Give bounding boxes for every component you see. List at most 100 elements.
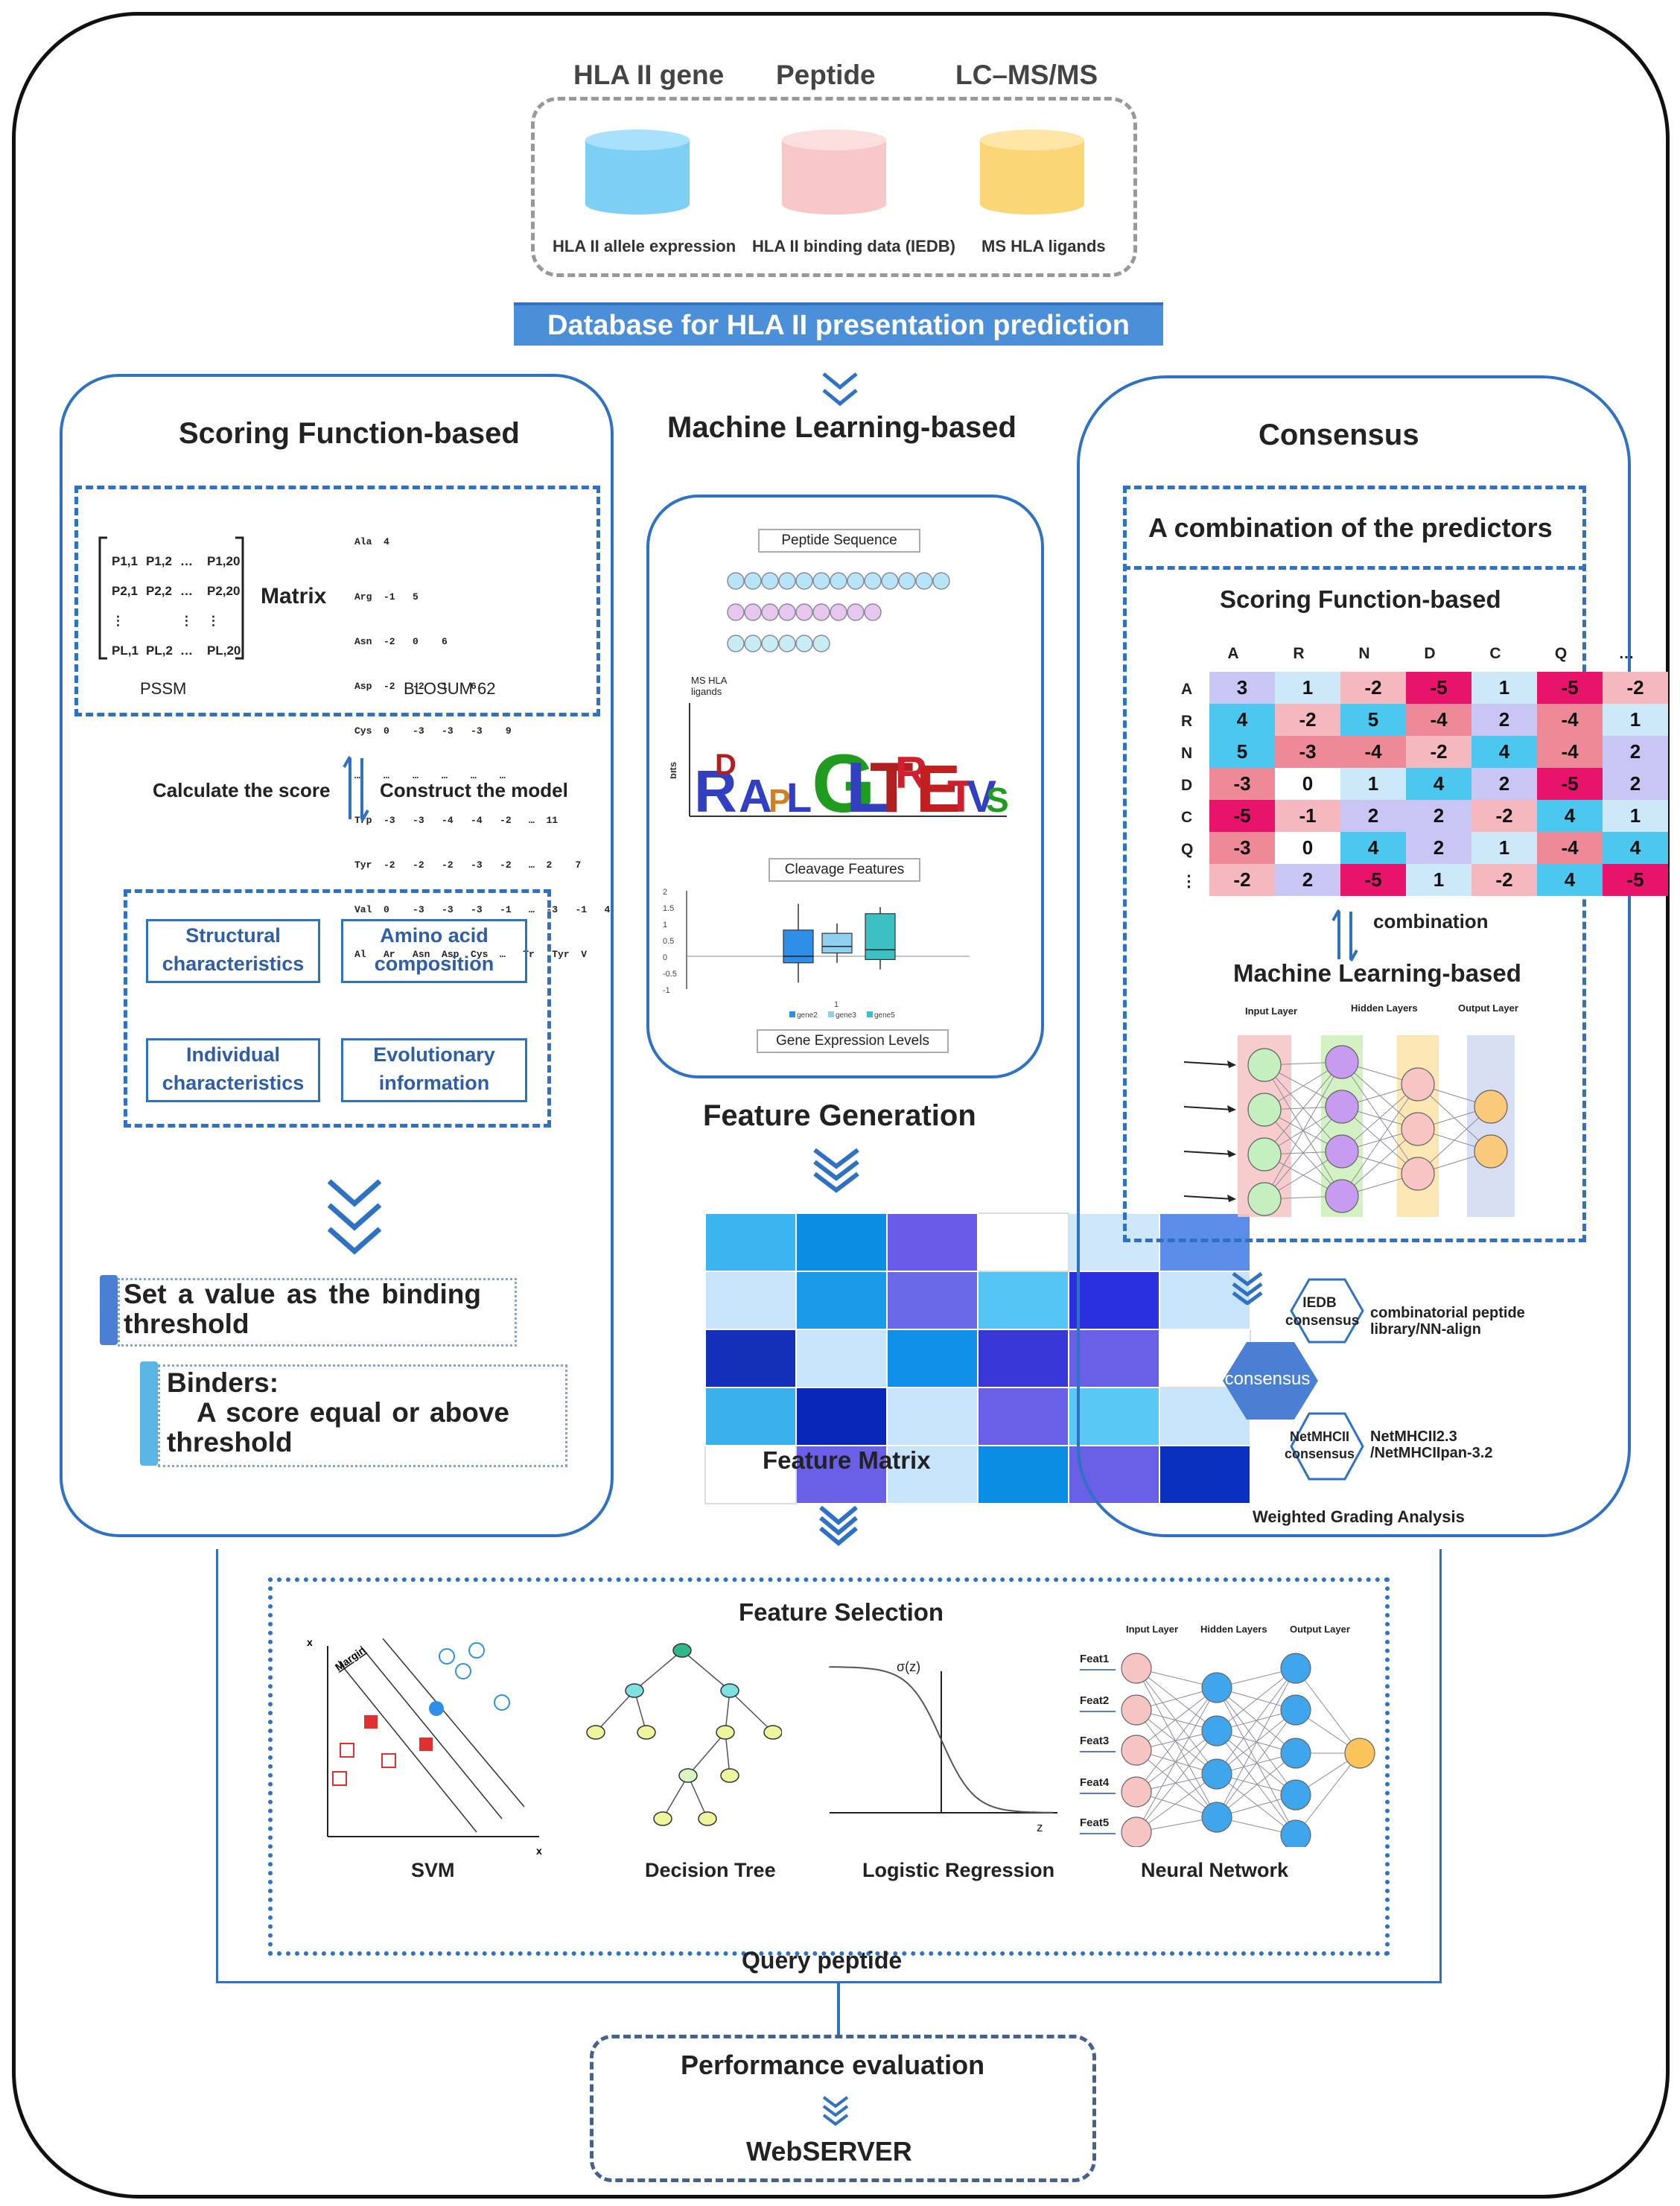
heatmap-col: Q xyxy=(1554,645,1568,662)
nn-node xyxy=(1280,1779,1311,1811)
tree-node xyxy=(672,1643,692,1658)
binders-text: A score equal or above xyxy=(197,1397,509,1428)
logistic-regression-plot xyxy=(829,1666,1057,1814)
source-header-peptide: Peptide xyxy=(776,60,876,90)
pssm-cell: … xyxy=(180,584,193,598)
heatmap-cell: -4 xyxy=(1340,736,1406,768)
peptide-residue xyxy=(812,635,830,652)
boxplot-tick-label: -1 xyxy=(663,986,670,995)
heatmap-cell: 4 xyxy=(1406,768,1471,800)
svg-text:D: D xyxy=(715,748,736,781)
database-icon-pink xyxy=(782,130,886,214)
combination-title: A combination of the predictors xyxy=(1148,512,1553,543)
construct-model-label: Construct the model xyxy=(380,779,568,801)
tree-node xyxy=(720,1683,739,1698)
peptide-residue xyxy=(744,603,762,621)
peptide-residue xyxy=(761,603,779,621)
boxplot-tick-label: -0.5 xyxy=(663,970,677,979)
peptide-residue xyxy=(727,635,745,652)
heatmap-cell: -1 xyxy=(1275,800,1340,832)
gene-expression-label: Gene Expression Levels xyxy=(757,1029,949,1053)
boxplot-legend-label: gene5 xyxy=(874,1011,895,1019)
nn-edge xyxy=(1341,1084,1419,1197)
nn-feature-label: Feat4 xyxy=(1080,1776,1110,1789)
peptide-sequences xyxy=(727,572,950,652)
matrix-box xyxy=(74,486,600,716)
chevron-down-icon xyxy=(327,1179,382,1255)
tree-node xyxy=(698,1811,717,1826)
svm-support-square xyxy=(364,1715,378,1729)
peptide-residue xyxy=(915,572,933,590)
scoring-title: Scoring Function-based xyxy=(179,417,520,450)
sequence-logo: bits R D A P L G L T R E T V S xyxy=(670,703,1009,830)
calc-score-label: Calculate the score xyxy=(153,779,331,801)
boxplot-legend-label: gene3 xyxy=(836,1011,856,1019)
nn-edge xyxy=(1216,1709,1296,1818)
heatmap-cell: 2 xyxy=(1603,768,1668,800)
weighted-grading-label: Weighted Grading Analysis xyxy=(1253,1507,1465,1526)
nn-node xyxy=(1325,1045,1359,1079)
nn-input-arrow xyxy=(1184,1061,1234,1066)
nn-input-arrowhead xyxy=(1227,1150,1236,1157)
database-icon-yellow xyxy=(980,130,1084,214)
nn-edge xyxy=(1216,1687,1296,1836)
feature-evolutionary: Evolutionary information xyxy=(341,1038,527,1102)
nn-node xyxy=(1474,1134,1508,1169)
binders-text2: threshold xyxy=(167,1427,293,1458)
netmhc-label: NetMHCII consensus xyxy=(1284,1429,1355,1461)
pssm-cell: PL,2 xyxy=(146,643,173,658)
svm-support-square xyxy=(419,1738,433,1751)
nn-node xyxy=(1401,1067,1435,1102)
netmhc-hexagon xyxy=(1290,1412,1364,1481)
svg-text:A: A xyxy=(739,771,772,822)
heatmap-cell: -4 xyxy=(1537,704,1603,736)
nn-layer-band xyxy=(1467,1035,1515,1217)
boxplot-tick-label: 1.5 xyxy=(663,904,674,913)
scoring-panel xyxy=(60,374,614,1537)
tree-node xyxy=(586,1725,605,1740)
heatmap-cell: 4 xyxy=(1537,864,1603,896)
heatmap-row-label: Q xyxy=(1181,841,1194,858)
heatmap-cell: 4 xyxy=(1340,832,1406,864)
peptide-residue xyxy=(727,603,745,621)
heatmap-cell: 2 xyxy=(1406,800,1471,832)
nn-edge xyxy=(1136,1668,1218,1818)
blosum-row: Cys 0 -3 -3 -3 9 xyxy=(354,725,512,737)
tree-node xyxy=(678,1768,698,1783)
nn-feature-label: Feat3 xyxy=(1080,1735,1109,1747)
tree-edge xyxy=(681,1650,731,1691)
heatmap-cell: 1 xyxy=(1275,672,1340,704)
peptide-residue xyxy=(795,572,813,590)
nn-node xyxy=(1280,1819,1311,1847)
nn-hidden-layers-label: Hidden Layers xyxy=(1351,1002,1418,1014)
nn-edge xyxy=(1216,1668,1296,1818)
blosum-matrix: Ala 4 Arg -1 5 Asn -2 0 6 Asp -2 -2 1 6 … xyxy=(354,505,610,977)
logistic-regression-label: Logistic Regression xyxy=(862,1859,1055,1881)
z-label: z xyxy=(1037,1820,1043,1834)
svg-text:R: R xyxy=(694,758,737,824)
heatmap-cell: -4 xyxy=(1537,832,1603,864)
svg-text:P: P xyxy=(769,783,790,819)
pssm-cell: P2,1 xyxy=(112,584,138,598)
boxplot-x-tick: 1 xyxy=(834,1000,839,1009)
connector-line xyxy=(837,1981,840,2035)
heatmap-cell: 2 xyxy=(1275,864,1340,896)
heatmap-row-label: R xyxy=(1181,713,1193,730)
boxplot-tick-label: 0.5 xyxy=(663,937,674,946)
database-icon-blue xyxy=(585,130,690,214)
nn-node xyxy=(1247,1182,1282,1216)
peptide-residue xyxy=(847,603,865,621)
consensus-title: Consensus xyxy=(1259,419,1419,451)
pssm-cell: P2,2 xyxy=(146,584,172,598)
tree-edge xyxy=(729,1690,774,1733)
heatmap-cell: 5 xyxy=(1209,736,1275,768)
tree-node xyxy=(653,1811,672,1826)
nn-edge xyxy=(1216,1773,1296,1836)
logo-label: MS HLA ligands xyxy=(691,675,727,697)
nn-edge xyxy=(1136,1687,1218,1793)
feature-matrix xyxy=(704,1212,1251,1504)
heatmap-cell: 2 xyxy=(1340,800,1406,832)
